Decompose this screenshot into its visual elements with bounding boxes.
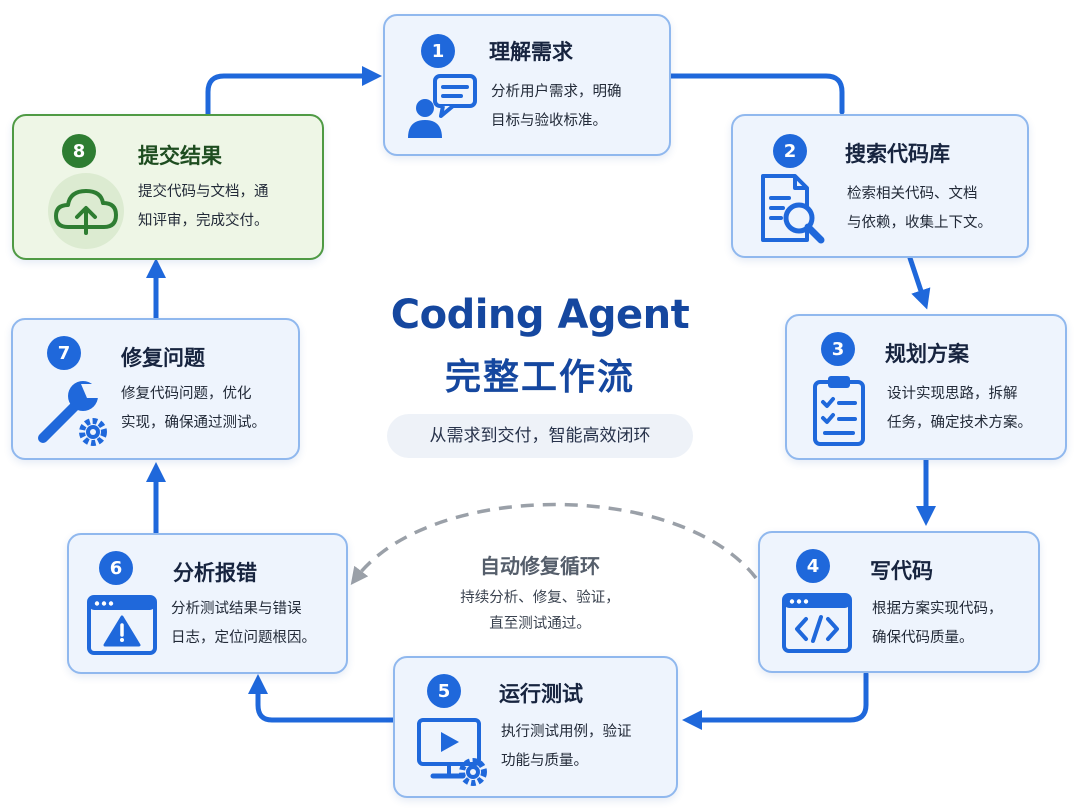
step-title: 理解需求 [489,40,573,64]
step-description-line2: 与依赖，收集上下文。 [847,215,992,231]
step-description-line1: 设计实现思路，拆解 [887,386,1018,402]
step-number-badge: 5 [427,674,461,708]
step-description-line1: 检索相关代码、文档 [847,186,978,202]
auto-fix-loop-title: 自动修复循环 [480,554,600,578]
warning-window-icon [83,587,163,667]
arrow-5-to-6 [248,674,397,723]
step-description-line1: 修复代码问题，优化 [121,386,252,402]
step-title: 提交结果 [138,144,222,168]
arrow-4-to-5 [682,671,869,730]
step-description-line2: 目标与验收标准。 [491,113,607,129]
auto-fix-loop-arrow [350,502,758,585]
step-description-line2: 确保代码质量。 [872,630,974,646]
step-title: 分析报错 [173,561,257,585]
step-number-badge: 8 [62,134,96,168]
step-card-8: 8 提交结果 提交代码与文档，通 知评审，完成交付。 [12,114,324,260]
auto-fix-loop-desc-line1: 持续分析、修复、验证， [460,590,620,606]
step-description-line2: 知评审，完成交付。 [138,213,269,229]
step-description: 根据方案实现代码， 确保代码质量。 [872,595,1003,653]
step-number-badge: 7 [47,336,81,370]
step-description: 修复代码问题，优化 实现，确保通过测试。 [121,380,266,438]
step-description: 分析测试结果与错误 日志，定位问题根因。 [171,595,316,653]
user-chat-icon [403,66,483,146]
diagram-title-english: Coding Agent [390,292,690,338]
monitor-play-gear-icon [413,712,493,792]
step-title: 运行测试 [499,682,583,706]
step-description-line1: 执行测试用例，验证 [501,724,632,740]
step-card-7: 7 修复问题 修复代码问题，优化 实现，确保通过测试。 [11,318,300,460]
step-title: 搜索代码库 [845,142,950,166]
step-description-line2: 功能与质量。 [501,753,588,769]
step-number-badge: 6 [99,551,133,585]
diagram-title-chinese: 完整工作流 [444,357,635,398]
step-number-badge: 1 [421,34,455,68]
step-description-line2: 任务，确定技术方案。 [887,415,1032,431]
step-card-3: 3 规划方案 设计实现思路，拆解 任务，确定技术方案。 [785,314,1067,460]
step-description-line1: 分析测试结果与错误 [171,601,302,617]
arrow-8-to-1 [205,66,382,117]
auto-fix-loop-desc: 持续分析、修复、验证， 直至测试通过。 [440,585,640,637]
step-title: 规划方案 [885,342,969,366]
arrow-1-to-2 [667,73,845,115]
step-card-1: 1 理解需求 分析用户需求，明确 目标与验收标准。 [383,14,671,156]
step-description: 提交代码与文档，通 知评审，完成交付。 [138,178,269,236]
step-number-badge: 2 [773,134,807,168]
step-card-5: 5 运行测试 执行测试用例，验证 功能与质量。 [393,656,678,798]
cloud-upload-icon [46,171,126,251]
step-description-line1: 提交代码与文档，通 [138,184,269,200]
step-description: 执行测试用例，验证 功能与质量。 [501,718,632,776]
step-description: 分析用户需求，明确 目标与验收标准。 [491,78,622,136]
document-search-icon [751,170,831,250]
step-card-4: 4 写代码 根据方案实现代码， 确保代码质量。 [758,531,1040,673]
step-card-2: 2 搜索代码库 检索相关代码、文档 与依赖，收集上下文。 [731,114,1029,258]
step-card-6: 6 分析报错 分析测试结果与错误 日志，定位问题根因。 [67,533,348,674]
diagram-subtitle: 从需求到交付，智能高效闭环 [387,414,693,458]
step-description-line1: 根据方案实现代码， [872,601,1003,617]
step-description-line1: 分析用户需求，明确 [491,84,622,100]
step-description: 检索相关代码、文档 与依赖，收集上下文。 [847,180,992,238]
step-title: 修复问题 [121,346,205,370]
step-number-badge: 4 [796,549,830,583]
auto-fix-loop-desc-line2: 直至测试通过。 [489,616,591,632]
wrench-gear-icon [33,372,113,452]
code-window-icon [778,585,858,665]
step-number-badge: 3 [821,332,855,366]
step-title: 写代码 [870,559,933,583]
arrow-2-to-3 [907,255,931,310]
step-description-line2: 实现，确保通过测试。 [121,415,266,431]
clipboard-checklist-icon [799,372,879,452]
step-description-line2: 日志，定位问题根因。 [171,630,316,646]
step-description: 设计实现思路，拆解 任务，确定技术方案。 [887,380,1032,438]
